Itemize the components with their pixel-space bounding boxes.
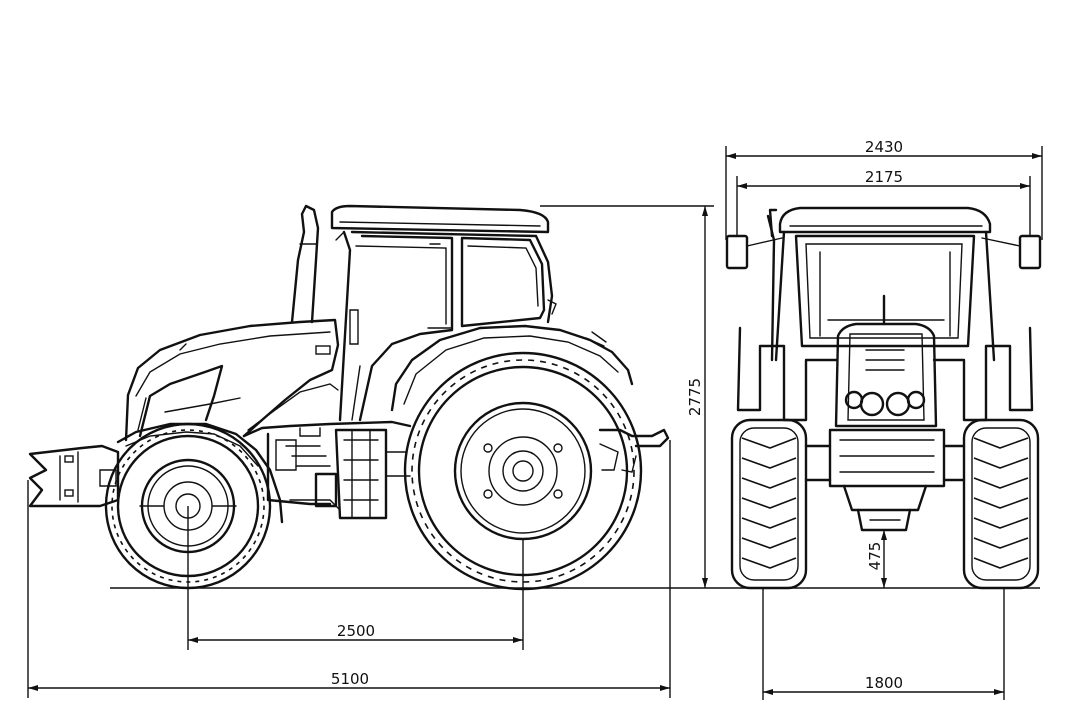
dim-wheelbase: 2500 bbox=[337, 622, 375, 640]
rear-fender bbox=[390, 324, 634, 412]
dim-overall-length: 5100 bbox=[331, 670, 369, 688]
front-left-tyre bbox=[730, 418, 808, 590]
front-axle bbox=[804, 428, 966, 532]
front-ballast bbox=[28, 444, 120, 508]
front-cab bbox=[766, 206, 996, 362]
dim-track-outer: 2175 bbox=[865, 168, 903, 186]
side-view bbox=[28, 204, 670, 591]
cab bbox=[330, 204, 557, 422]
front-fender bbox=[116, 422, 284, 524]
dimension-labels: 2430 2175 2775 475 2500 5100 1800 bbox=[331, 138, 903, 692]
dim-ground-clearance: 475 bbox=[866, 542, 884, 571]
dim-overall-width: 2430 bbox=[865, 138, 903, 156]
exhaust-pipe bbox=[290, 204, 320, 324]
rear-hitch bbox=[598, 428, 670, 473]
front-view bbox=[725, 206, 1042, 590]
dim-rear-track: 1800 bbox=[865, 674, 903, 692]
front-hood bbox=[736, 294, 1034, 428]
dim-overall-height: 2775 bbox=[686, 378, 704, 416]
front-right-tyre bbox=[962, 418, 1040, 590]
dimension-lines bbox=[27, 146, 1043, 700]
engine-hood bbox=[124, 318, 340, 442]
